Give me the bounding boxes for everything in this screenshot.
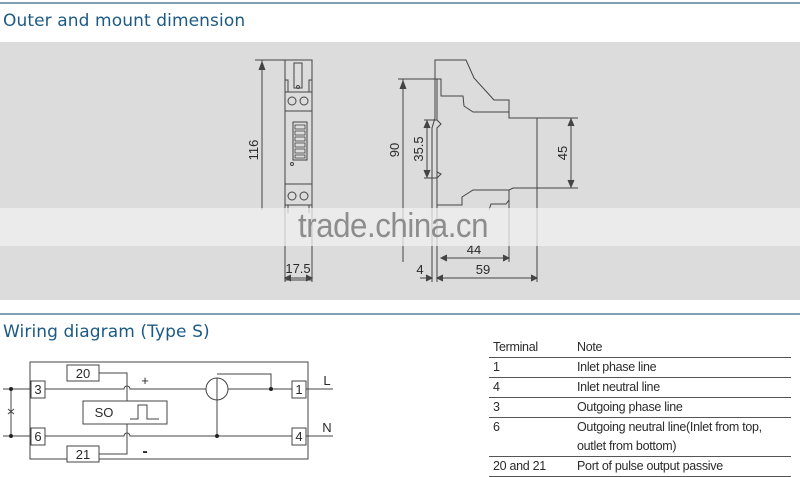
note-cell: Port of pulse output passive (573, 456, 791, 477)
watermark: trade.china.cn (298, 207, 489, 245)
table-row: 6 Outgoing neutral line(Inlet from top, o… (489, 417, 791, 457)
terminal-table: Terminal Note 1 Inlet phase line 4 Inlet… (489, 338, 791, 477)
terminal-cell: 3 (489, 397, 573, 418)
dimension-drawing-panel (0, 42, 800, 300)
section-title-wiring: Wiring diagram (Type S) (3, 322, 210, 342)
note-cell: Inlet neutral line (573, 377, 791, 398)
table-row: 1 Inlet phase line (489, 357, 791, 378)
table-row: 4 Inlet neutral line (489, 377, 791, 398)
side-depth-total-label: 59 (476, 262, 490, 277)
section-rule (0, 313, 800, 315)
terminal-cell: 1 (489, 357, 573, 378)
terminal-cell: 6 (489, 417, 573, 457)
side-rail-height-label: 35.5 (411, 136, 426, 161)
watermark-band (0, 208, 800, 246)
table-row: 3 Outgoing phase line (489, 397, 791, 418)
note-line-2: outlet from bottom) (577, 439, 677, 453)
note-cell: Inlet phase line (573, 357, 791, 378)
terminal-cell: 4 (489, 377, 573, 398)
side-view-meter (398, 59, 578, 282)
front-width-label: 17.5 (285, 261, 310, 276)
header-terminal: Terminal (489, 338, 573, 358)
side-total-height-label: 90 (387, 143, 402, 157)
table-row: 20 and 21 Port of pulse output passive (489, 456, 791, 477)
note-cell: Outgoing phase line (573, 397, 791, 418)
table-header: Terminal Note (489, 338, 791, 358)
top-rule (0, 2, 800, 4)
front-height-label: 116 (246, 140, 261, 161)
note-line-1: Outgoing neutral line(Inlet from top, (577, 420, 762, 434)
side-offset-label: 4 (416, 262, 423, 277)
header-note: Note (573, 338, 791, 358)
note-cell: Outgoing neutral line(Inlet from top, out… (573, 417, 791, 457)
section-title-dimension: Outer and mount dimension (3, 11, 246, 31)
side-front-height-label: 45 (555, 146, 570, 160)
front-view-meter (255, 59, 314, 282)
terminal-cell: 20 and 21 (489, 456, 573, 477)
